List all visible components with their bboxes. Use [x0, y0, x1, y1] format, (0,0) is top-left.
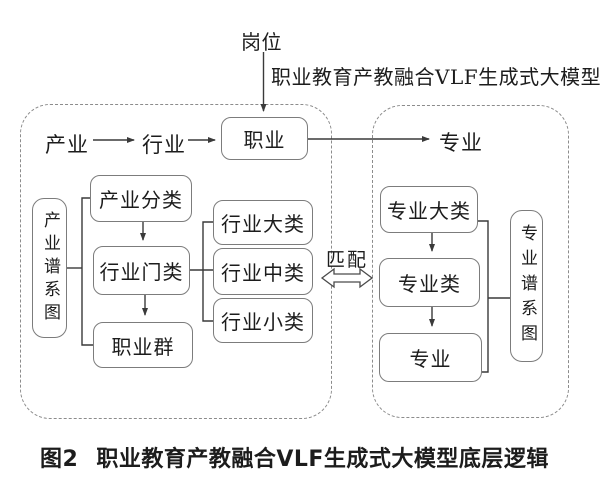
major-label: 专业	[439, 131, 483, 155]
major-category-node: 专业类	[379, 258, 480, 307]
occupation-group-label: 职业群	[111, 334, 175, 359]
sector-major-class-node: 行业大类	[213, 200, 313, 245]
sector-middle-class-label: 行业中类	[221, 261, 305, 285]
sector-small-class-label: 行业小类	[221, 310, 305, 334]
industry-label: 产业	[45, 133, 89, 157]
sector-category-node: 行业门类	[93, 246, 190, 295]
sector-category-label: 行业门类	[99, 260, 184, 284]
industry-pedigree-node: 产业谱系图	[32, 198, 67, 338]
industry-side-panel	[20, 104, 332, 419]
model-label: 职业教育产教融合VLF生成式大模型	[271, 65, 602, 89]
match-label: 匹配	[326, 249, 369, 271]
major-node-label: 专业	[409, 347, 452, 371]
figure-caption: 图2 职业教育产教融合VLF生成式大模型底层逻辑	[0, 441, 599, 473]
major-class-node: 专业大类	[380, 186, 478, 233]
industry-classification-node: 产业分类	[90, 175, 192, 222]
major-pedigree-node: 专业谱系图	[510, 210, 543, 362]
figure-caption-prefix: 图2	[40, 447, 79, 472]
industry-pedigree-label: 产业谱系图	[40, 210, 60, 326]
occupation-group-node: 职业群	[93, 322, 193, 368]
major-side-panel	[372, 105, 569, 418]
occupation-node-label: 职业	[243, 128, 286, 152]
sector-small-class-node: 行业小类	[213, 298, 313, 343]
sector-label: 行业	[142, 133, 186, 157]
major-node: 专业	[379, 333, 482, 382]
sector-middle-class-node: 行业中类	[213, 248, 313, 295]
post-label: 岗位	[241, 30, 282, 54]
sector-major-class-label: 行业大类	[221, 212, 305, 236]
occupation-node: 职业	[221, 117, 308, 160]
major-category-label: 专业类	[398, 272, 461, 296]
figure-caption-title: 职业教育产教融合VLF生成式大模型底层逻辑	[96, 447, 549, 472]
major-class-label: 专业大类	[387, 199, 471, 223]
major-pedigree-label: 专业谱系图	[517, 223, 537, 349]
industry-classification-label: 产业分类	[99, 188, 183, 212]
